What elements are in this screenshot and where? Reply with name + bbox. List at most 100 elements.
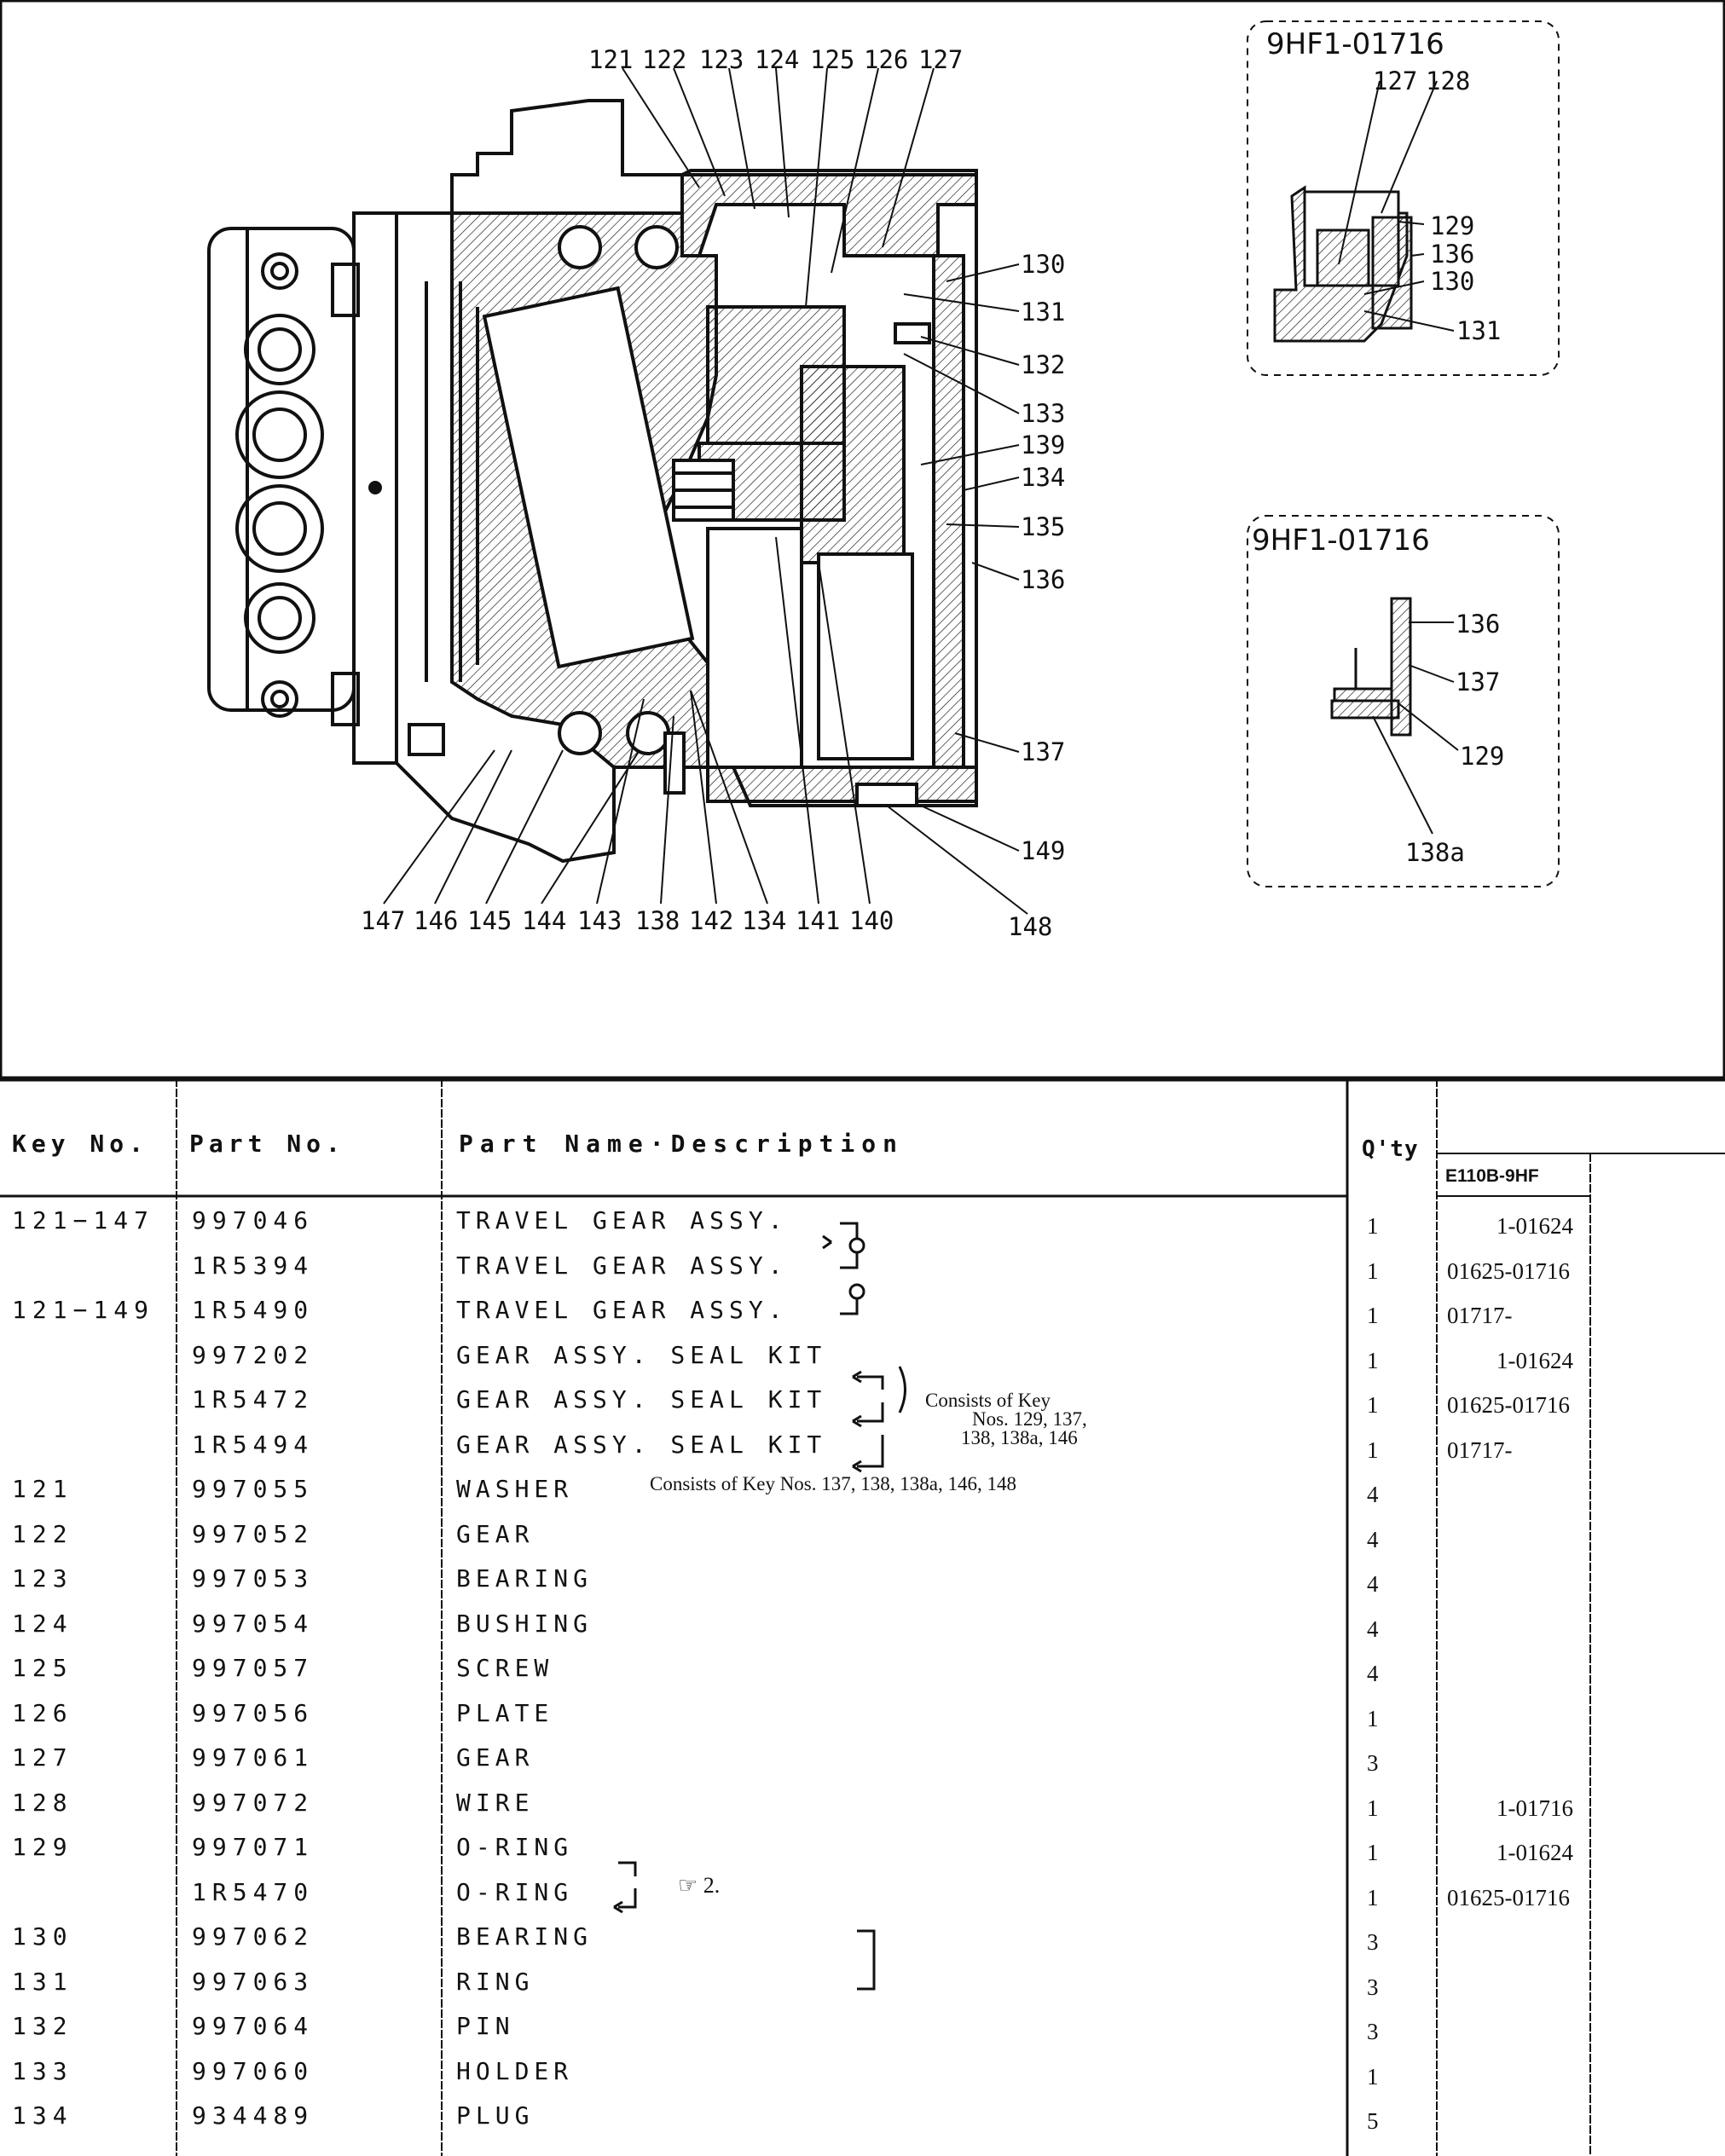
label-135: 135 [1021,512,1065,541]
row-20-key-no: 134 [12,2101,73,2130]
row-4-serial-range: 01625-01716 [1447,1392,1570,1418]
header-description: Part Name·Description [459,1130,905,1158]
inset-1-label-130: 130 [1430,267,1474,296]
top-key-labels: 121 122 123 124 125 126 127 [588,45,963,74]
label-132: 132 [1021,350,1065,379]
row-8-qty: 4 [1367,1571,1379,1597]
row-8-description: BEARING [456,1564,593,1592]
row-3-serial-range: 1-01624 [1496,1347,1573,1373]
travel-gear-assembly-drawing: 121 122 123 124 125 126 127 130 131 132 … [0,0,1725,1078]
row-19-qty: 1 [1367,2063,1379,2090]
row-8-part-no: 997053 [192,1564,315,1592]
seal-kit-note-b: Consists of Key Nos. 137, 138, 138a, 146… [650,1473,1016,1494]
leader-lines [383,67,1028,915]
row-18-qty: 3 [1367,2019,1379,2044]
exploded-parts-diagram: 121 122 123 124 125 126 127 130 131 132 … [0,0,1725,1078]
row-2-description: TRAVEL GEAR ASSY. [456,1296,788,1324]
row-6-description: WASHER [456,1475,574,1503]
row-19-key-no: 133 [12,2056,73,2085]
inset-detail-2: 9HF1-01716 136 137 129 138a [1247,515,1560,887]
row-10-key-no: 125 [12,1654,73,1682]
inset-1-label-131: 131 [1456,316,1501,345]
label-148: 148 [1008,912,1052,941]
label-124: 124 [755,45,799,74]
inset-1-title: 9HF1-01716 [1266,27,1444,61]
row-20-part-no: 934489 [192,2101,315,2130]
row-14-description: O-RING [456,1833,574,1861]
row-2-serial-range: 01717- [1447,1303,1513,1328]
row-7-part-no: 997052 [192,1519,315,1548]
row-6-key-no: 121 [12,1475,73,1503]
row-0-key-no: 121−147 [12,1206,155,1234]
bottom-key-labels: 147 146 145 144 143 138 142 134 141 140 [361,906,894,935]
row-5-qty: 1 [1367,1436,1379,1463]
header-key-no: Key No. [12,1130,149,1158]
seal-kit-note-a: Consists of Key Nos. 129, 137, 138, 138a… [925,1390,1087,1448]
row-17-qty: 3 [1367,1974,1379,2000]
row-20-description: PLUG [456,2101,535,2130]
label-138: 138 [635,906,680,935]
row-15-part-no: 1R5470 [192,1877,315,1906]
row-12-qty: 3 [1367,1750,1379,1776]
row-19-part-no: 997060 [192,2056,315,2085]
row-0-description: TRAVEL GEAR ASSY. [456,1206,788,1234]
label-133: 133 [1021,399,1065,428]
inset-2-title: 9HF1-01716 [1252,523,1430,558]
row-3-description: GEAR ASSY. SEAL KIT [456,1340,827,1369]
row-5-part-no: 1R5494 [192,1430,315,1459]
row-9-qty: 4 [1367,1616,1379,1642]
right-key-labels: 130 131 132 133 139 134 135 136 137 149 … [1008,250,1065,941]
row-11-key-no: 126 [12,1698,73,1727]
inset-1-label-128: 128 [1426,66,1470,95]
row-16-part-no: 997062 [192,1922,315,1951]
row-6-part-no: 997055 [192,1475,315,1503]
label-126: 126 [864,45,908,74]
parts-table: Key No. Part No. Part Name·Description Q… [0,1078,1725,2156]
row-1-description: TRAVEL GEAR ASSY. [456,1251,788,1280]
row-0-serial-range: 1-01624 [1496,1213,1573,1239]
label-136: 136 [1021,565,1065,594]
row-20-qty: 5 [1367,2108,1379,2134]
row-10-qty: 4 [1367,1661,1379,1686]
row-1-part-no: 1R5394 [192,1251,315,1280]
inset-1-label-127: 127 [1373,66,1417,95]
row-5-serial-range: 01717- [1447,1436,1513,1463]
row-12-description: GEAR [456,1743,535,1772]
row-8-key-no: 123 [12,1564,73,1592]
inset-2-label-129: 129 [1460,742,1504,771]
row-18-description: PIN [456,2012,515,2040]
label-125: 125 [810,45,854,74]
row-12-key-no: 127 [12,1743,73,1772]
row-15-qty: 1 [1367,1884,1379,1910]
row-13-serial-range: 1-01716 [1496,1795,1573,1821]
row-7-qty: 4 [1367,1526,1379,1552]
row-9-description: BUSHING [456,1609,593,1638]
label-139: 139 [1021,431,1065,460]
label-121: 121 [588,45,633,74]
label-141: 141 [796,906,840,935]
label-140: 140 [849,906,894,935]
row-13-part-no: 997072 [192,1788,315,1817]
label-143: 143 [577,906,622,935]
row-15-description: O-RING [456,1877,574,1906]
row-14-serial-range: 1-01624 [1496,1840,1573,1865]
label-142: 142 [689,906,733,935]
row-14-key-no: 129 [12,1833,73,1861]
row-19-description: HOLDER [456,2056,574,2085]
label-131: 131 [1021,298,1065,327]
row-2-qty: 1 [1367,1303,1379,1328]
row-11-part-no: 997056 [192,1698,315,1727]
label-122: 122 [642,45,686,74]
row-11-qty: 1 [1367,1705,1379,1731]
inset-1-label-136: 136 [1430,240,1474,269]
row-14-part-no: 997071 [192,1833,315,1861]
inset-2-label-137: 137 [1456,668,1500,697]
label-123: 123 [699,45,744,74]
label-147: 147 [361,906,405,935]
label-145: 145 [467,906,512,935]
row-2-key-no: 121−149 [12,1296,155,1324]
table-grid [0,1078,1725,2156]
row-1-qty: 1 [1367,1257,1379,1284]
row-6-qty: 4 [1367,1482,1379,1507]
row-13-description: WIRE [456,1788,535,1817]
